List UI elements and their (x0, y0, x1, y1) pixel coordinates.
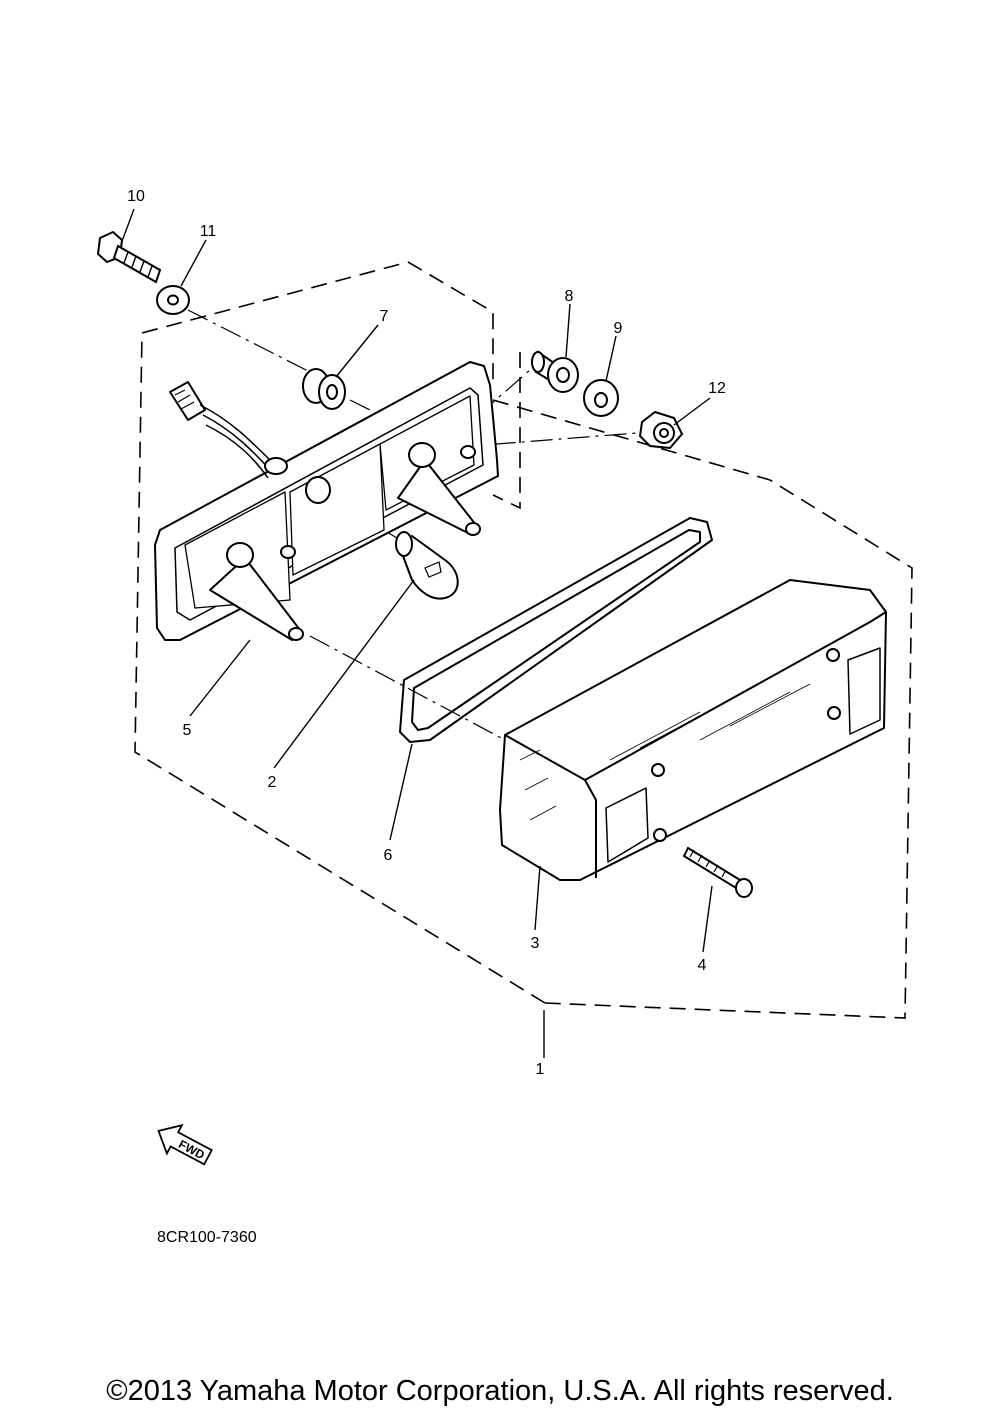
gasket-part-6 (399, 517, 713, 743)
bulb-part-2 (395, 531, 459, 600)
screw-part-4 (682, 846, 753, 898)
collar-part-8 (531, 350, 579, 393)
copyright-notice: ©2013 Yamaha Motor Corporation, U.S.A. A… (106, 1375, 894, 1407)
callout-labels: 1 2 3 4 5 6 7 8 9 10 11 12 (127, 188, 726, 1078)
callout-6: 6 (384, 847, 393, 864)
callout-9: 9 (614, 320, 623, 337)
callout-7: 7 (380, 308, 389, 325)
grommet-part-7 (302, 368, 346, 410)
lens-part-3 (499, 579, 887, 881)
nut-part-12 (638, 410, 684, 450)
fwd-arrow-icon: FWD (157, 1123, 213, 1166)
callout-5: 5 (183, 722, 192, 739)
callout-1: 1 (536, 1061, 545, 1078)
leader-lines (120, 208, 713, 1058)
drawing-code: 8CR100-7360 (157, 1229, 257, 1246)
callout-3: 3 (531, 935, 540, 952)
callout-2: 2 (268, 774, 277, 791)
bolt-part-10 (96, 230, 162, 284)
washer-part-9 (583, 379, 619, 417)
callout-8: 8 (565, 288, 574, 305)
callout-10: 10 (127, 188, 145, 205)
callout-11: 11 (200, 223, 217, 240)
callout-4: 4 (698, 957, 707, 974)
washer-part-11 (156, 285, 190, 315)
callout-12: 12 (708, 380, 726, 397)
assembly-boundary (134, 261, 913, 1019)
housing-part-5 (154, 361, 499, 641)
